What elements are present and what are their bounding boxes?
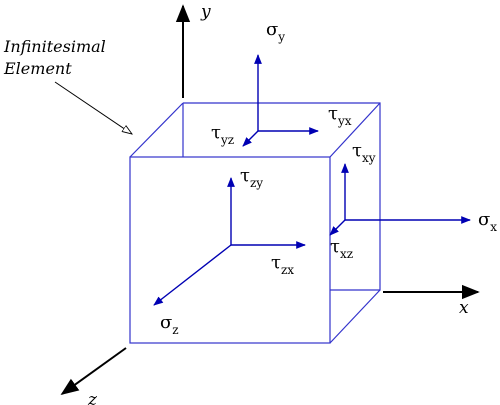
axes bbox=[60, 4, 480, 396]
sigma-z-label: σz bbox=[160, 312, 179, 337]
tau-xz-arrow bbox=[329, 219, 346, 236]
tau-yz-label: τyz bbox=[211, 122, 234, 147]
sigma-z-arrow bbox=[153, 244, 232, 306]
cube bbox=[129, 102, 381, 344]
z-axis-arrow bbox=[60, 347, 127, 396]
cube-back-face bbox=[183, 102, 381, 291]
y-axis-label: y bbox=[200, 2, 211, 22]
sigma-x-label: σx bbox=[478, 209, 497, 234]
cube-edge-top-right bbox=[329, 102, 381, 158]
sigma-y-label: σy bbox=[266, 19, 285, 44]
cube-front-face bbox=[129, 156, 331, 344]
tau-zy-label: τzy bbox=[240, 165, 263, 190]
cube-edge-bottom-right bbox=[329, 289, 381, 344]
stress-arrows bbox=[153, 54, 471, 306]
z-axis-label: z bbox=[87, 390, 98, 405]
cube-edge-top-left bbox=[129, 102, 184, 158]
tau-xz-label: τxz bbox=[330, 236, 353, 261]
tau-yx-label: τyx bbox=[328, 103, 352, 128]
callout-label-line2: Element bbox=[3, 59, 72, 78]
tau-xy-label: τxy bbox=[352, 140, 376, 165]
x-axis-label: x bbox=[459, 298, 469, 318]
callout-arrow bbox=[54, 81, 132, 134]
tau-zx-label: τzx bbox=[271, 252, 294, 277]
tau-yz-arrow bbox=[242, 130, 259, 147]
callout-label-line1: Infinitesimal bbox=[3, 37, 106, 56]
